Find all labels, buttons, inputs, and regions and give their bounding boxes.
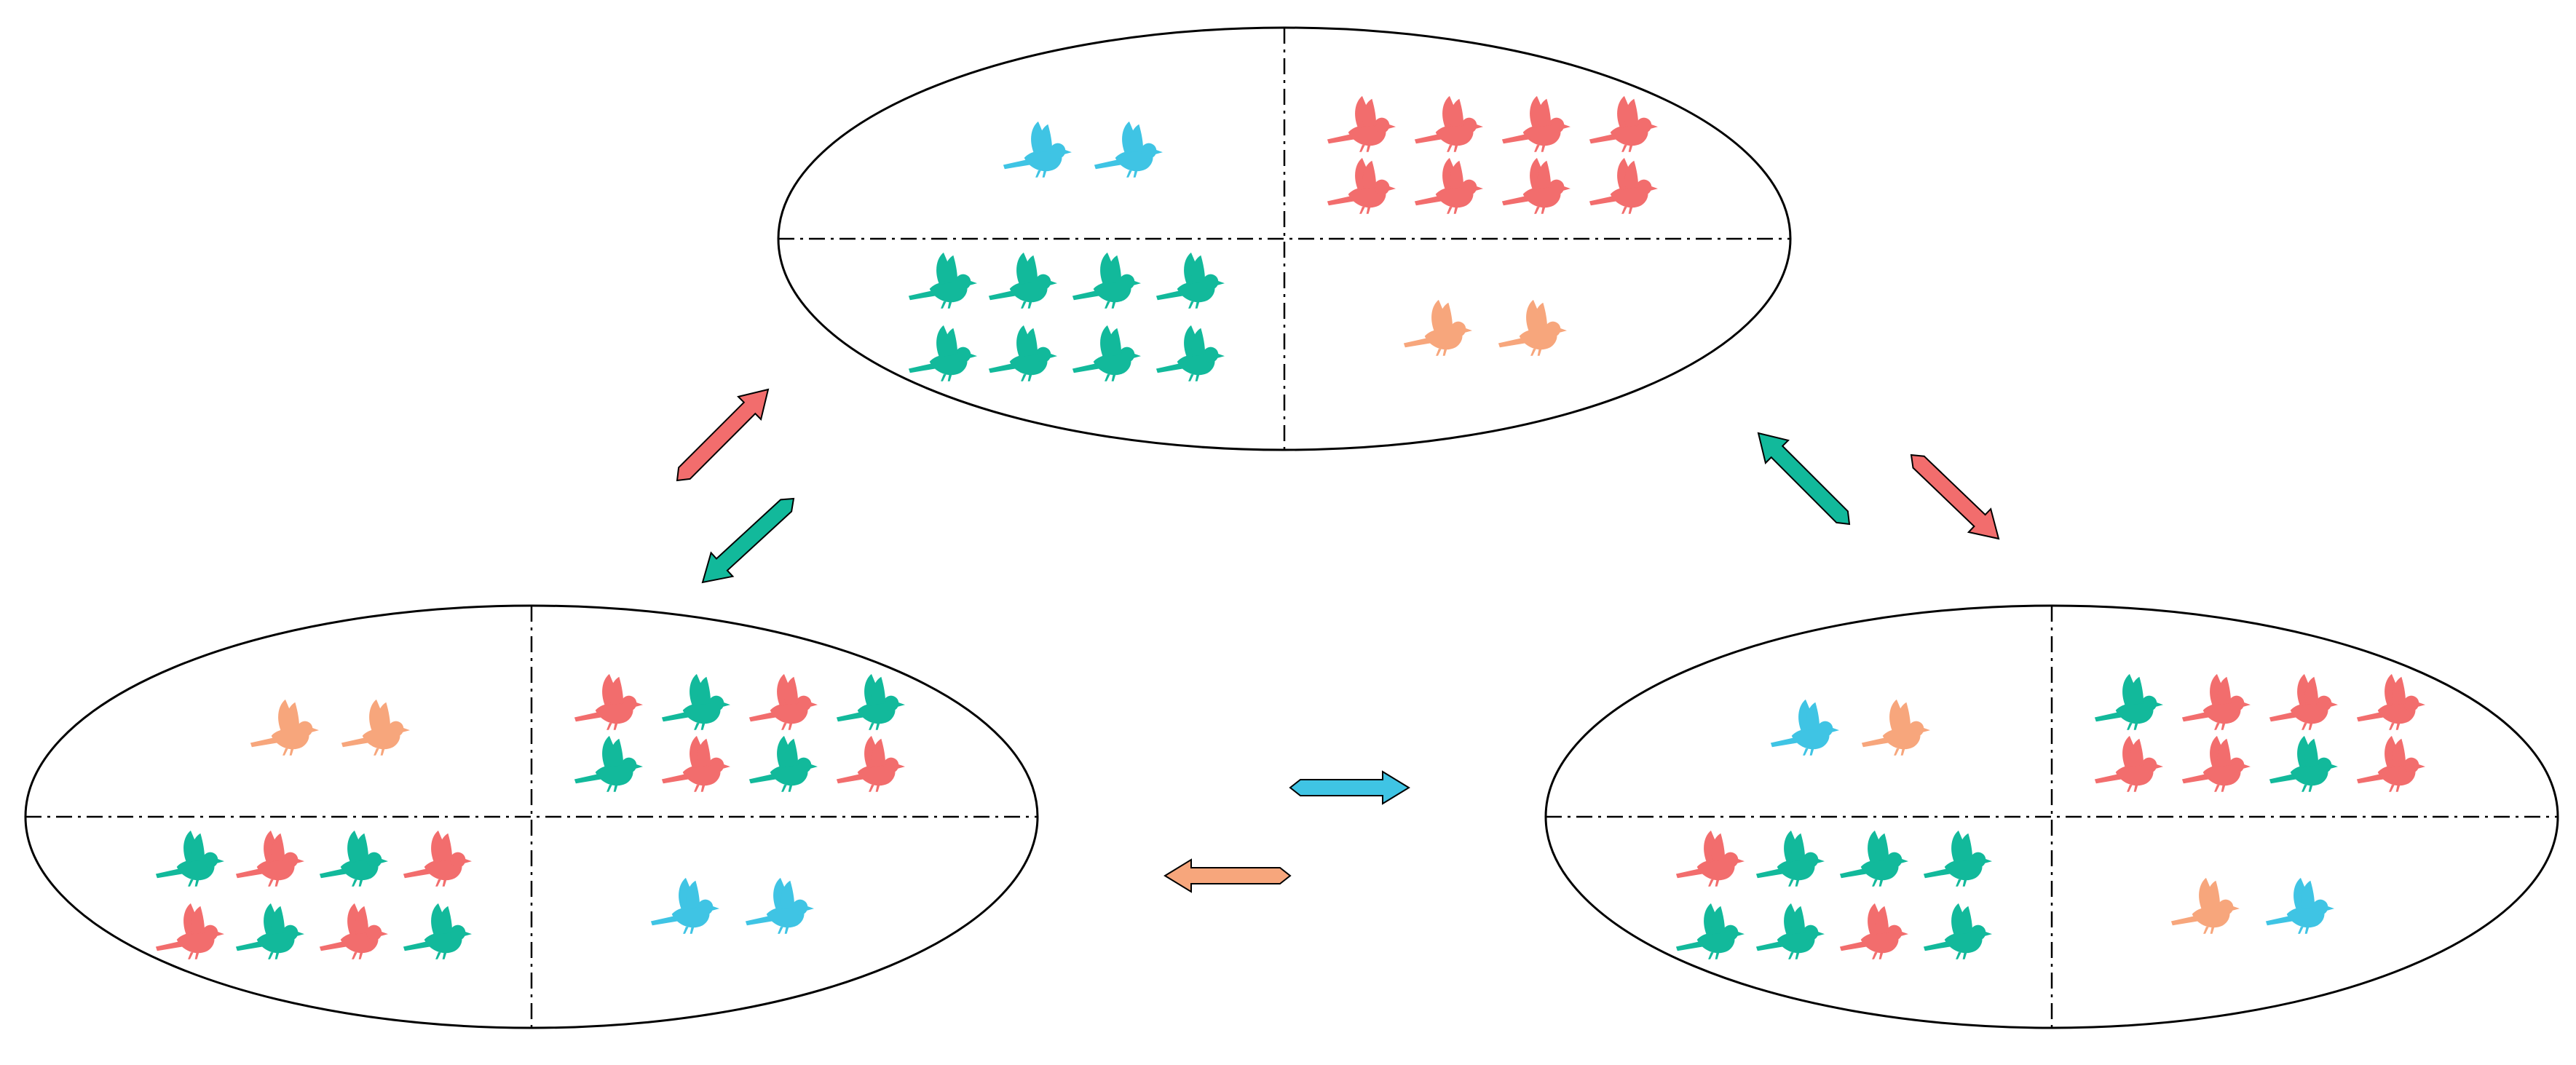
bird-icon bbox=[2269, 735, 2338, 792]
bird-icon bbox=[1589, 95, 1658, 152]
bird-icon bbox=[1498, 299, 1567, 356]
bird-icon bbox=[1501, 95, 1571, 152]
bird-icon bbox=[836, 735, 905, 792]
quadrant-top-right bbox=[1327, 95, 1658, 214]
bird-icon bbox=[1003, 121, 1072, 178]
bird-icon bbox=[2356, 735, 2425, 792]
bird-icon bbox=[1770, 699, 1839, 756]
migration-arrow-top-to-bottom-left bbox=[701, 497, 795, 584]
bird-icon bbox=[908, 252, 977, 309]
quadrant-top-right bbox=[574, 673, 905, 792]
bird-icon bbox=[1839, 903, 1908, 959]
quadrant-top-left bbox=[1770, 699, 1930, 756]
migration-arrow-bottom-right-to-top bbox=[1757, 432, 1851, 526]
bird-icon bbox=[2265, 877, 2334, 934]
bird-icon bbox=[341, 699, 410, 756]
bird-icon bbox=[2181, 673, 2251, 730]
bird-icon bbox=[250, 699, 319, 756]
bird-icon bbox=[650, 877, 719, 934]
bird-icon bbox=[1755, 903, 1825, 959]
bird-icon bbox=[661, 735, 730, 792]
quadrant-top-left bbox=[1003, 121, 1163, 178]
bird-icon bbox=[661, 673, 730, 730]
quadrant-top-right bbox=[2094, 673, 2425, 792]
bird-icon bbox=[1327, 157, 1396, 214]
quadrant-top-left bbox=[250, 699, 410, 756]
bird-icon bbox=[1414, 157, 1483, 214]
bird-icon bbox=[988, 252, 1057, 309]
quadrant-bottom-left bbox=[908, 252, 1225, 381]
bird-icon bbox=[403, 830, 472, 887]
quadrant-bottom-right bbox=[650, 877, 814, 934]
bird-icon bbox=[1923, 830, 1992, 887]
bird-icon bbox=[403, 903, 472, 959]
bird-icon bbox=[908, 325, 977, 381]
bird-icon bbox=[748, 673, 818, 730]
bird-icon bbox=[1589, 157, 1658, 214]
bird-icon bbox=[1072, 252, 1141, 309]
bird-icon bbox=[2181, 735, 2251, 792]
bird-icon bbox=[748, 735, 818, 792]
population-bottom-left bbox=[24, 604, 1039, 1029]
bird-icon bbox=[2094, 735, 2163, 792]
bird-icon bbox=[574, 673, 643, 730]
bird-icon bbox=[745, 877, 814, 934]
migration-arrow-bottom-left-to-top bbox=[676, 388, 770, 482]
bird-icon bbox=[2170, 877, 2240, 934]
bird-icon bbox=[1675, 830, 1745, 887]
bird-icon bbox=[319, 830, 388, 887]
bird-icon bbox=[1094, 121, 1163, 178]
quadrant-bottom-right bbox=[1403, 299, 1567, 356]
bird-icon bbox=[235, 903, 304, 959]
bird-icon bbox=[1861, 699, 1930, 756]
bird-icon bbox=[2356, 673, 2425, 730]
bird-icon bbox=[574, 735, 643, 792]
bird-icon bbox=[1403, 299, 1472, 356]
bird-icon bbox=[1923, 903, 1992, 959]
migration-arrow-bottom-right-to-bottom-left bbox=[1163, 858, 1292, 893]
quadrant-bottom-left bbox=[1675, 830, 1992, 959]
population-top bbox=[777, 26, 1792, 451]
bird-icon bbox=[1501, 157, 1571, 214]
bird-icon bbox=[235, 830, 304, 887]
bird-icon bbox=[155, 830, 224, 887]
bird-icon bbox=[1755, 830, 1825, 887]
bird-icon bbox=[1072, 325, 1141, 381]
migration-arrow-top-to-bottom-right bbox=[1910, 454, 2000, 540]
bird-icon bbox=[1675, 903, 1745, 959]
bird-icon bbox=[1327, 95, 1396, 152]
bird-icon bbox=[319, 903, 388, 959]
bird-icon bbox=[2269, 673, 2338, 730]
bird-icon bbox=[1155, 325, 1225, 381]
population-bottom-right bbox=[1544, 604, 2559, 1029]
bird-icon bbox=[1414, 95, 1483, 152]
bird-icon bbox=[988, 325, 1057, 381]
quadrant-bottom-right bbox=[2170, 877, 2334, 934]
bird-icon bbox=[2094, 673, 2163, 730]
quadrant-bottom-left bbox=[155, 830, 472, 959]
bird-icon bbox=[1155, 252, 1225, 309]
migration-arrow-bottom-left-to-bottom-right bbox=[1289, 770, 1410, 805]
bird-icon bbox=[155, 903, 224, 959]
bird-icon bbox=[1839, 830, 1908, 887]
bird-icon bbox=[836, 673, 905, 730]
